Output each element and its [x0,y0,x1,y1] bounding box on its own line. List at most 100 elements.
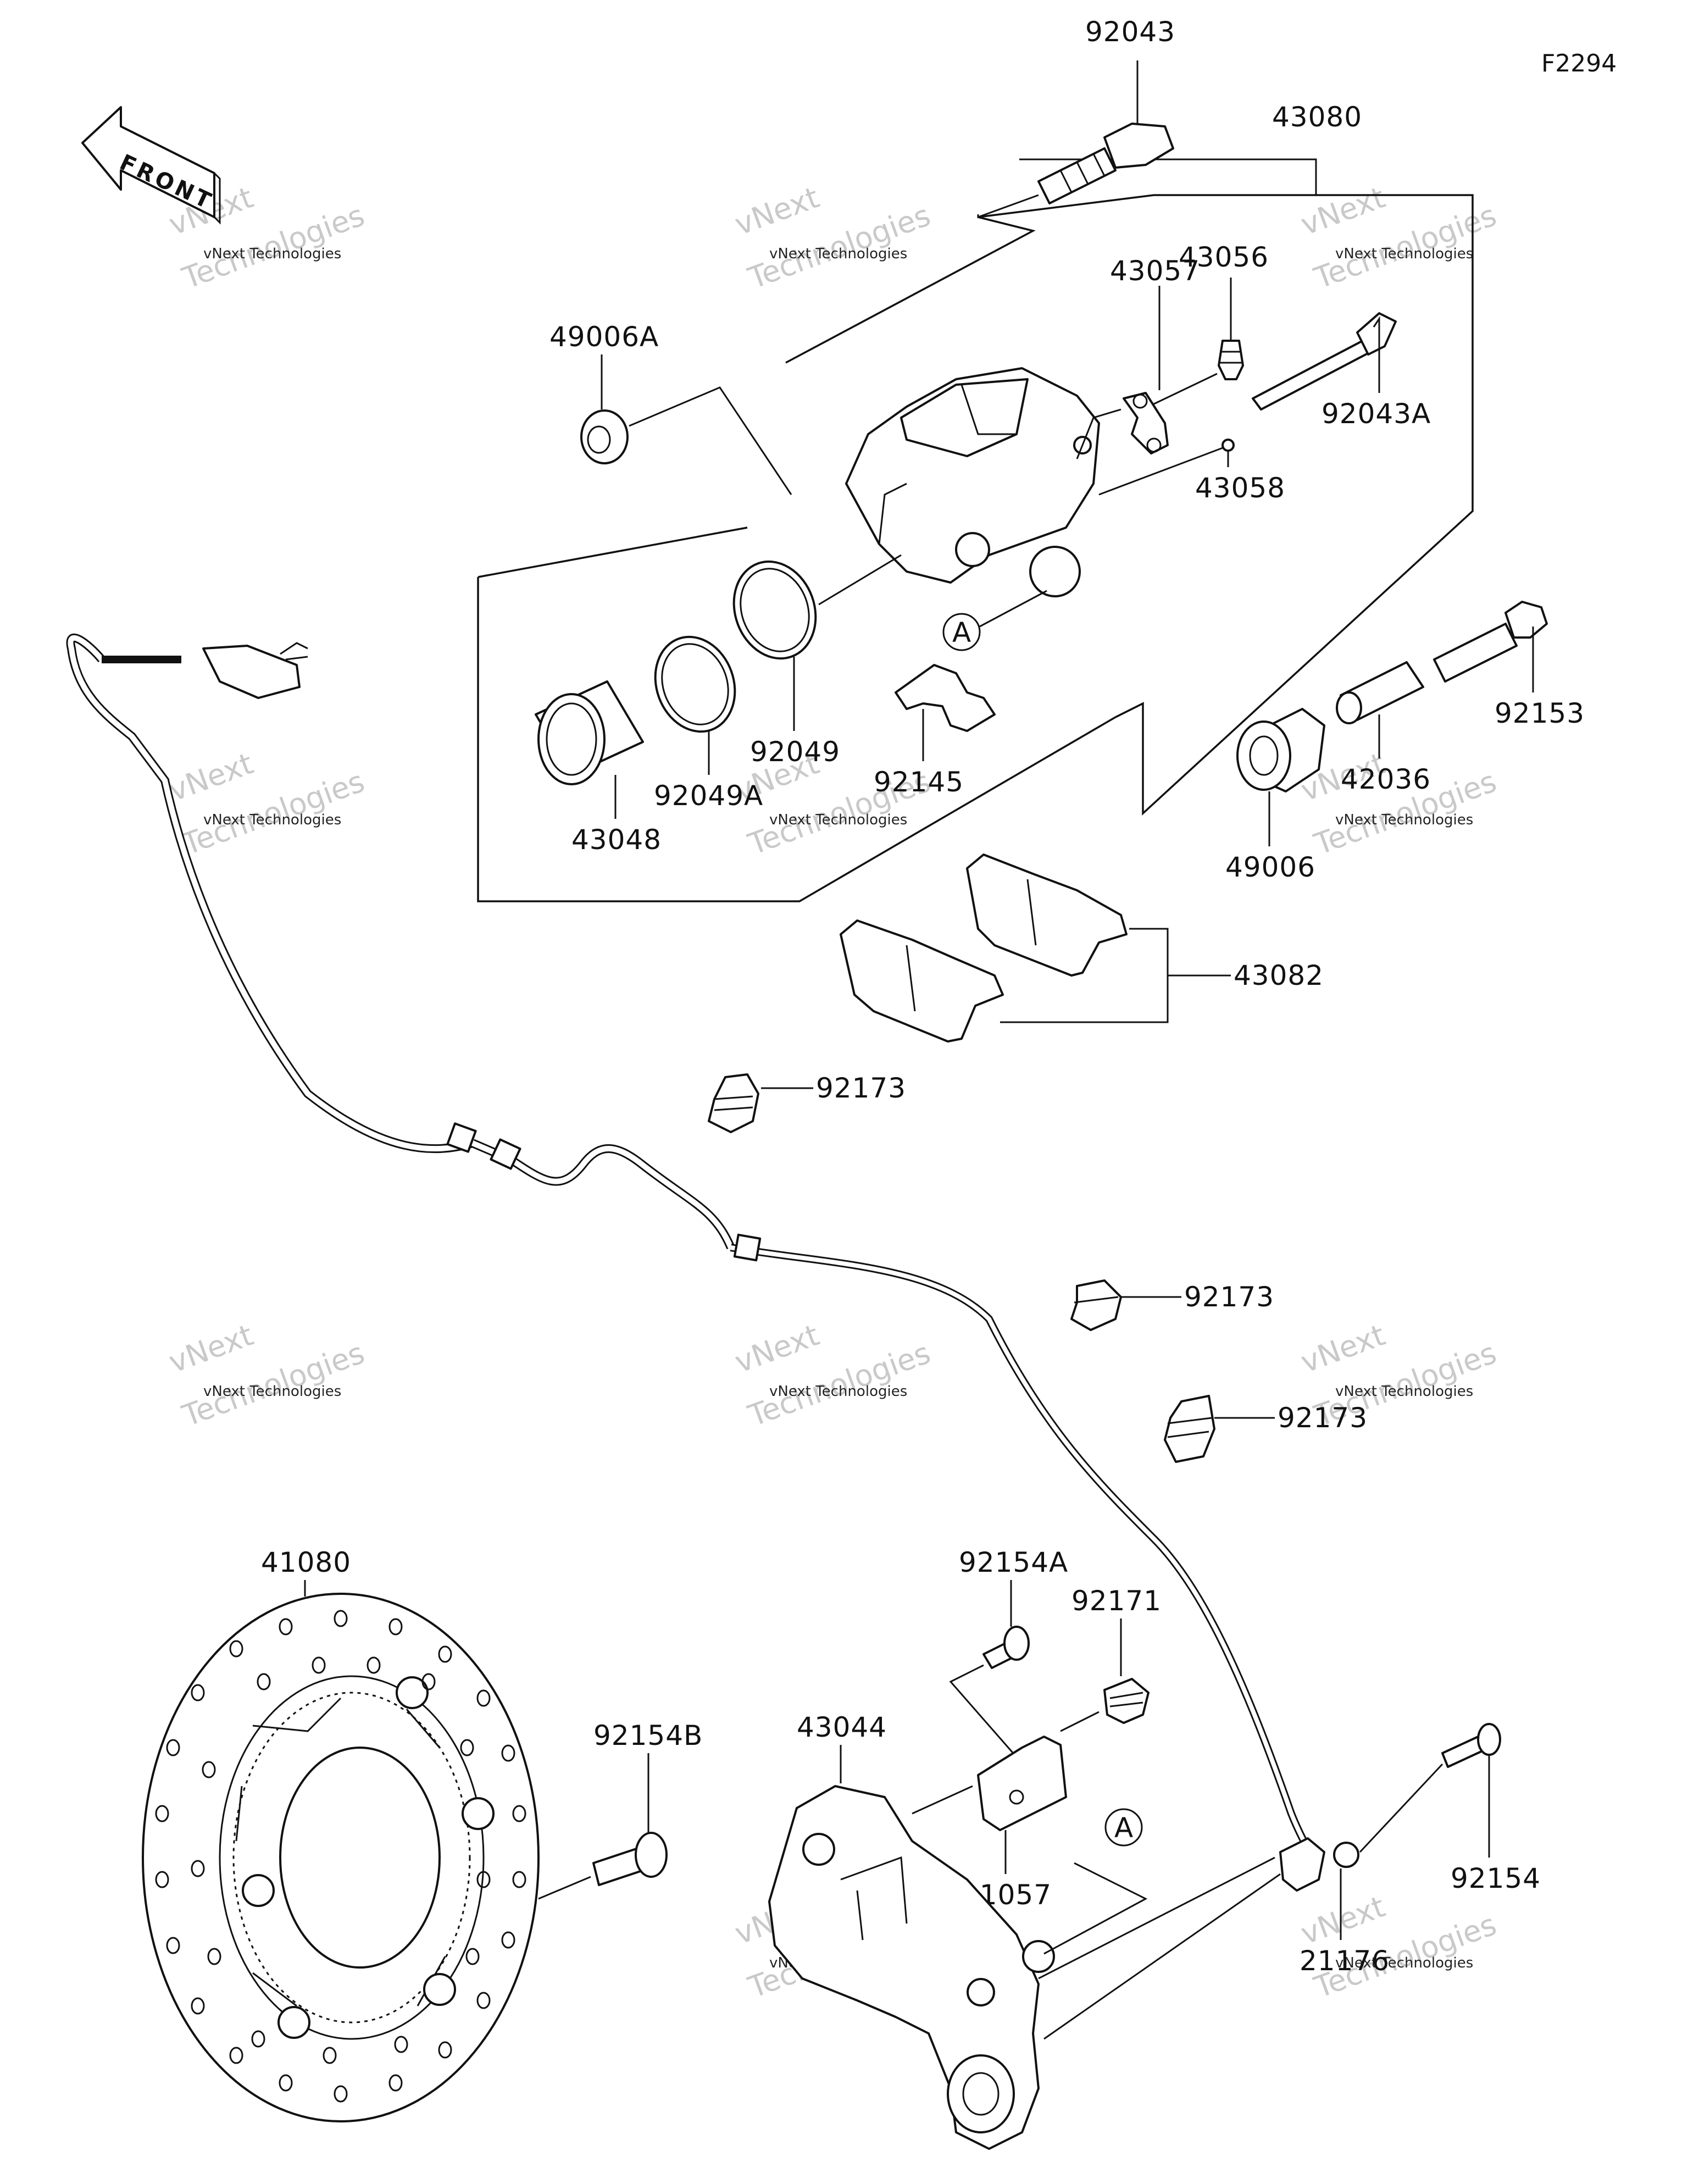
label-43080: 43080 [1272,101,1362,133]
piston-43048-face [537,693,606,785]
clip-92145 [895,664,996,732]
abs-wire-inner-3 [730,1245,1321,1870]
caliper-body [845,367,1100,597]
watermark-vnext: vNext [730,180,824,242]
watermark: vNext Technologies vNext Technologies [164,746,369,862]
watermark-text: vNext Technologies [203,246,341,262]
bracket-11057-hole [1009,1789,1024,1805]
seal-92049A-outer [654,635,736,733]
watermark-text: vNext Technologies [769,246,907,262]
leader-11057-b [912,1785,973,1815]
label-41080: 41080 [261,1546,351,1578]
watermark-vnext: vNext [1296,1889,1390,1951]
bracket-11057-shape [977,1736,1067,1831]
watermark: vNext Technologies vNext Technologies [730,180,935,296]
clamp-92173-b-ribs [1074,1296,1119,1304]
brake-pad-rear-shape [966,853,1128,977]
caliper-bracket-lower-hole [1022,1940,1055,1973]
leader-43057-b [1076,408,1121,459]
bracket-43057 [1123,392,1169,454]
abs-grommet-2 [490,1138,521,1170]
label-92145: 92145 [874,766,964,798]
label-92173-a: 92173 [816,1072,906,1104]
bleeder-43056 [1218,340,1244,380]
sensor-21176-body [1279,1837,1325,1892]
brake-pad-rear [966,853,1128,977]
brake-disc-inner-ring [219,1675,485,2040]
bolt-92153-shank [1433,623,1518,683]
leader-43080-b [977,194,1039,219]
label-43056: 43056 [1179,241,1269,273]
leader-92154-b [1359,1763,1443,1853]
bolt-92154B [592,1832,668,1886]
bolt-92154A [982,1626,1030,1669]
pin-92043A [1252,312,1397,411]
label-92049: 92049 [750,736,840,768]
boot-49006-hole [1249,735,1279,776]
brake-disc-bolt-hole-1 [396,1676,429,1709]
bracket-43057-hole [1132,393,1148,409]
assembly-frame-right [785,194,1474,816]
cap-49006A [580,409,629,464]
leader-92049-b [818,554,902,606]
abs-wire-inner-2 [471,1140,734,1249]
seal-92049-inner [740,568,810,652]
watermark-text: vNext Technologies [769,812,907,828]
bleeder-43056-body [1218,340,1244,380]
brake-disc-bolt-hole-2 [462,1797,495,1830]
brake-disc-drill-holes [155,1610,526,2103]
caliper-mount-boss [1029,546,1081,597]
clip-92145-shape [895,664,996,732]
bolt-92154-head [1477,1723,1501,1756]
brake-disc-bolt-hole-4 [277,2006,310,2039]
cap-43058 [1221,439,1235,452]
watermark: vNext Technologies vNext Technologies [1296,180,1501,296]
leader-callout-a-lower [1043,1862,1148,1955]
front-arrow-shape [81,106,215,218]
leader-92154A-b [949,1664,1029,1770]
assembly-frame-left [477,577,1116,902]
bolt-92154A-head [1003,1626,1030,1661]
sensor-21176-mount [1333,1842,1359,1868]
leader-43056-b [1153,373,1218,405]
caliper-bleed-hole [955,532,990,567]
clamp-92173-a-ribs [714,1095,753,1111]
clip-92171-ribs [1109,1692,1143,1708]
label-43057: 43057 [1110,255,1200,287]
piston-43048-inner [546,702,597,776]
label-92154B: 92154B [593,1720,703,1751]
label-92049A: 92049A [654,780,763,812]
watermark-text: vNext Technologies [1335,246,1473,262]
bolt-92154B-head [635,1832,668,1878]
assembly-frame-top-left [477,526,748,578]
label-92043: 92043 [1085,16,1175,48]
caliper-ridge [960,384,1017,435]
leader-92043A [1373,316,1380,393]
bolt-92043-threads [1059,153,1106,193]
brake-disc-tone-ring [232,1692,471,2024]
figure-code: F2294 [1541,49,1617,77]
label-92171: 92171 [1071,1585,1162,1617]
brake-pad-front-groove [906,945,916,1012]
leader-92171-b [1060,1711,1100,1732]
watermark-vnext: vNext [164,1317,258,1379]
clamp-92173-b-shape [1070,1279,1122,1331]
brake-disc-bolt-hole-3 [423,1973,456,2006]
clip-92171-body [1103,1678,1150,1724]
label-92173-c: 92173 [1278,1402,1368,1434]
label-92153: 92153 [1495,697,1585,729]
caliper-bracket-pivot [967,1978,995,2006]
label-43044: 43044 [797,1711,887,1743]
caliper-bracket-upper-hole [802,1833,835,1866]
watermark-text: vNext Technologies [1335,1955,1473,1971]
clamp-92173-a-shape [708,1073,759,1133]
label-43058: 43058 [1195,472,1285,504]
pin-92043A-head [1356,312,1397,356]
watermark: vNext Technologies vNext Technologies [164,1317,369,1433]
bracket-11057 [977,1736,1067,1831]
watermark-vnext: vNext [164,746,258,808]
caliper-bracket-axle-hole [962,2072,1000,2116]
piston-43048 [535,680,644,785]
brake-disc-bolt-hole-5 [242,1874,275,1907]
